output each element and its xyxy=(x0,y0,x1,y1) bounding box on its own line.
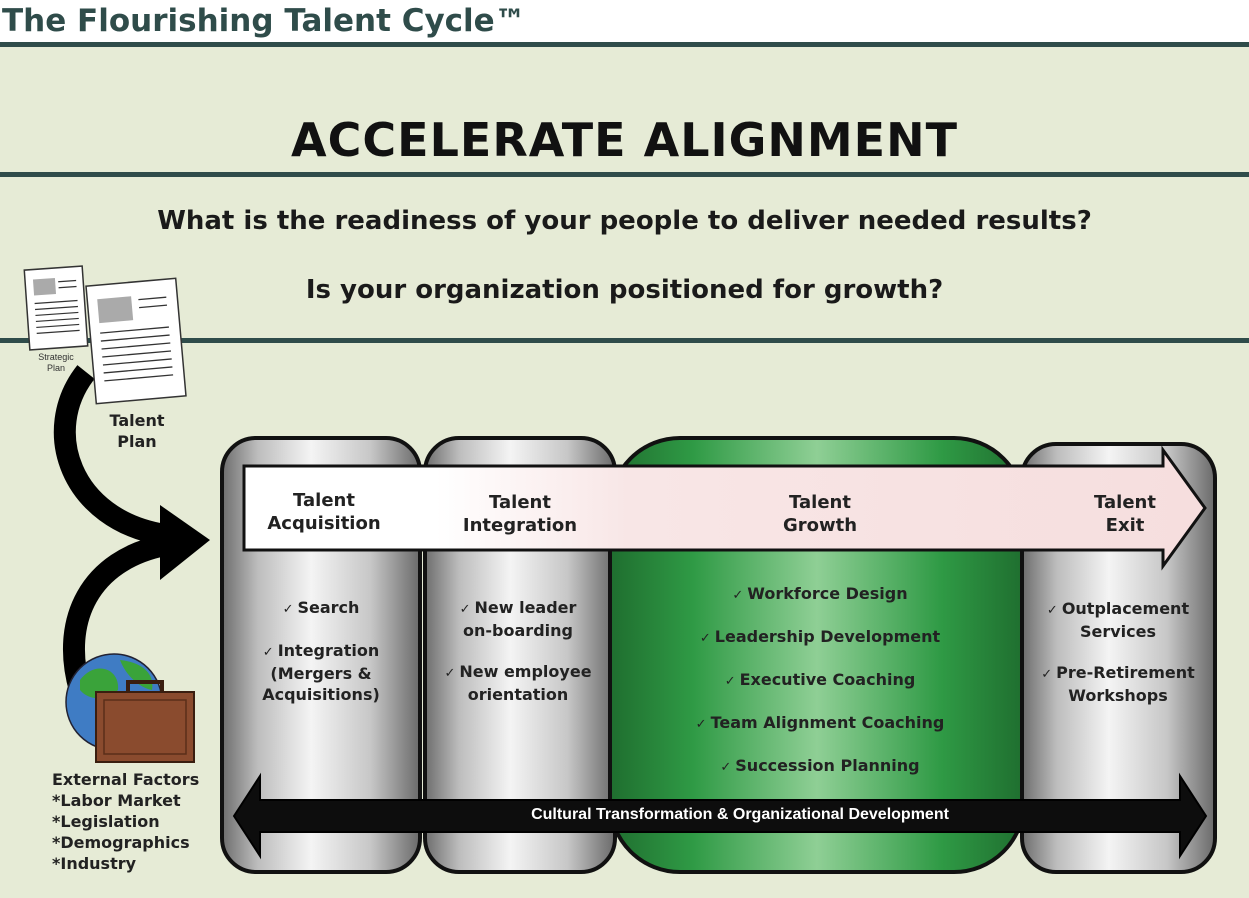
curved-arrow-lower xyxy=(62,534,168,694)
list-item: ✓New employee orientation xyxy=(444,662,592,704)
growth-items: ✓Workforce Design ✓Leadership Developmen… xyxy=(640,583,1000,798)
divider-questions xyxy=(0,338,1249,343)
globe-briefcase-icon xyxy=(65,653,195,763)
question-readiness: What is the readiness of your people to … xyxy=(157,206,1092,236)
list-item: ✓Team Alignment Coaching xyxy=(695,713,945,732)
cycle-arrow xyxy=(242,445,1207,571)
list-item: ✓Workforce Design xyxy=(732,584,908,603)
list-item: ✓New leader on-boarding xyxy=(459,598,577,640)
list-item: ✓Leadership Development xyxy=(699,627,941,646)
list-item: ✓Pre-Retirement Workshops xyxy=(1041,663,1195,705)
integration-items: ✓New leader on-boarding ✓New employee or… xyxy=(428,597,608,725)
headline: ACCELERATE ALIGNMENT xyxy=(291,113,958,167)
document-icon-strategic-plan xyxy=(23,265,89,351)
list-item: ✓Search xyxy=(282,598,360,617)
divider-top xyxy=(0,42,1249,47)
document-icon-talent-plan xyxy=(85,277,187,405)
bottom-double-arrow xyxy=(232,772,1208,860)
question-growth: Is your organization positioned for grow… xyxy=(305,275,944,305)
curved-arrow-upper xyxy=(53,365,168,546)
page-title: The Flourishing Talent Cycle™ xyxy=(2,3,526,39)
acquisition-items: ✓Search ✓Integration (Mergers & Acquisit… xyxy=(236,597,406,725)
bottom-bar-label: Cultural Transformation & Organizational… xyxy=(531,806,949,823)
divider-headline xyxy=(0,172,1249,177)
input-arrowhead xyxy=(160,505,210,580)
list-item: ✓Outplacement Services xyxy=(1046,599,1190,641)
exit-items: ✓Outplacement Services ✓Pre-Retirement W… xyxy=(1028,598,1208,726)
list-item: ✓Integration (Mergers & Acquisitions) xyxy=(262,641,380,704)
list-item: ✓Succession Planning xyxy=(720,756,920,775)
list-item: ✓Executive Coaching xyxy=(724,670,916,689)
external-factors-list: External Factors *Labor Market *Legislat… xyxy=(52,770,200,873)
